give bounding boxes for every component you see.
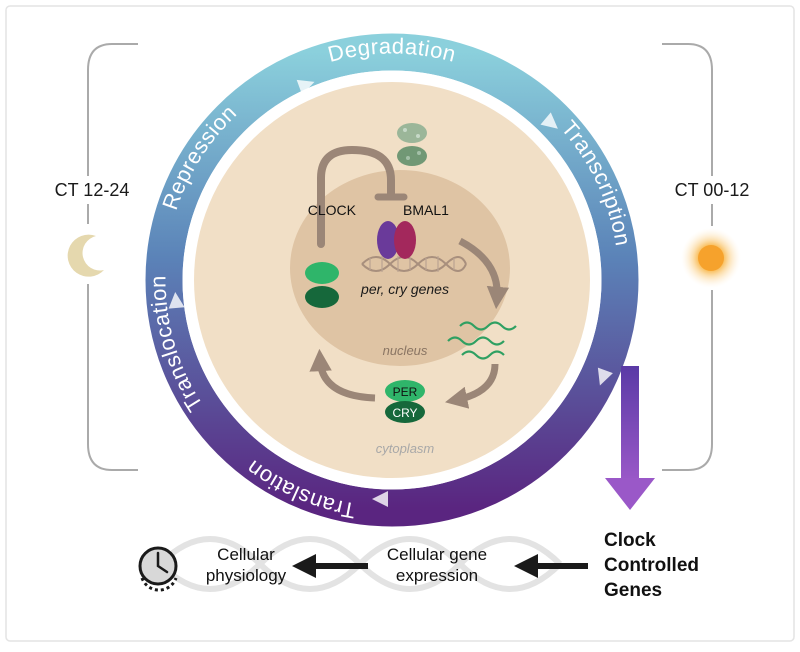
moon-icon — [62, 224, 112, 284]
ring-direction-arrows — [168, 79, 613, 507]
expression-label-line1: Cellular gene — [387, 545, 487, 564]
cytoplasm-label: cytoplasm — [376, 441, 435, 456]
ccg-label-line3: Genes — [604, 580, 662, 601]
mrna-icon — [447, 321, 517, 360]
clock-icon — [138, 546, 178, 592]
expression-label-line2: expression — [396, 566, 478, 585]
cry-protein-nucleus — [305, 286, 339, 308]
cry-label: CRY — [392, 406, 417, 420]
ring-arrow-icon — [372, 491, 388, 507]
gene-label: per, cry genes — [360, 281, 449, 297]
degraded-protein-icon — [397, 123, 427, 166]
bmal1-protein — [394, 221, 416, 259]
clock-label: CLOCK — [308, 202, 357, 218]
physiology-label-line1: Cellular — [217, 545, 275, 564]
per-protein-nucleus — [305, 262, 339, 284]
translation-arrow — [445, 363, 499, 409]
ring-arrow-icon — [597, 367, 613, 386]
phase-label-night: CT 12-24 — [55, 180, 130, 200]
phase-label-day: CT 00-12 — [675, 180, 750, 200]
dna-helix — [361, 256, 467, 272]
per-label: PER — [393, 385, 418, 399]
transcription-arrow — [458, 237, 510, 310]
bmal1-label: BMAL1 — [403, 202, 449, 218]
ring-arrow-icon — [540, 112, 558, 129]
ccg-label-line2: Controlled — [604, 555, 699, 576]
nucleus-label: nucleus — [383, 343, 428, 358]
ring-arrow-icon — [296, 79, 315, 95]
physiology-label-line2: physiology — [206, 566, 287, 585]
clock-protein — [377, 221, 399, 259]
cry-protein — [385, 401, 425, 423]
per-protein — [385, 380, 425, 402]
ccg-output-arrow — [605, 366, 655, 510]
sun-icon — [681, 226, 741, 290]
ring-arrow-icon — [168, 292, 185, 309]
clock-cycle-ring — [145, 33, 639, 527]
repression-inhibition-line — [317, 145, 395, 248]
translocation-arrow — [309, 348, 376, 402]
nucleus — [290, 170, 510, 366]
ccg-label-line1: Clock — [604, 530, 656, 551]
